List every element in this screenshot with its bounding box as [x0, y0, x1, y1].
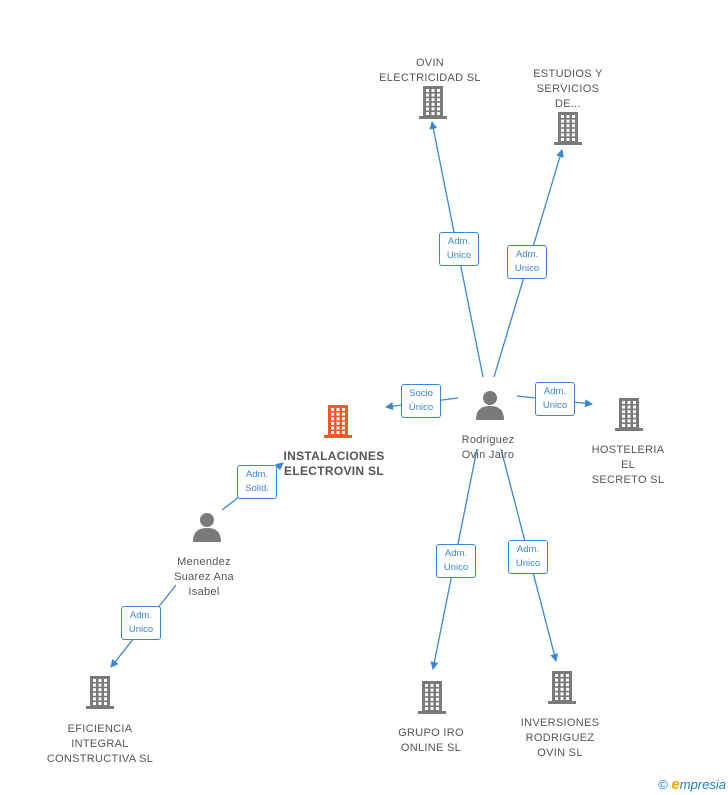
node-label-hosteleria[interactable]: HOSTELERIA EL SECRETO SL — [578, 443, 678, 488]
person-icon — [476, 391, 504, 420]
person-icon — [193, 513, 221, 542]
node-label-line: GRUPO IRO — [398, 727, 464, 739]
building-icon — [419, 86, 447, 119]
node-label-line: INTEGRAL — [71, 738, 129, 750]
node-label-line: SERVICIOS — [536, 83, 600, 95]
edge-label-text: Adm. — [129, 610, 153, 621]
edge-label-text: Unico — [514, 263, 540, 274]
building-icon — [554, 112, 582, 145]
node-label-line: SECRETO SL — [591, 474, 665, 486]
node-label-line: Rodriguez — [461, 434, 515, 446]
node-label-line: Suarez Ana — [174, 571, 234, 583]
node-label-line: EFICIENCIA — [67, 723, 133, 735]
node-label-estudios[interactable]: ESTUDIOS Y SERVICIOS DE... — [513, 67, 623, 112]
node-label-grupo[interactable]: GRUPO IRO ONLINE SL — [381, 726, 481, 756]
edge-label-text: Adm. — [447, 236, 471, 247]
edge-label-text: Unico — [128, 624, 154, 635]
node-label-line: RODRIGUEZ — [525, 732, 595, 744]
node-label-line: INVERSIONES — [520, 717, 600, 729]
node-label-line: Ovin Jairo — [461, 449, 515, 461]
copyright-symbol: © — [658, 777, 668, 792]
node-label-line: ELECTRICIDAD SL — [379, 72, 481, 84]
edge-label-rodriguez-grupo[interactable]: Adm. Unico — [436, 544, 476, 578]
edge-label-rodriguez-ovin[interactable]: Adm. Unico — [439, 232, 479, 266]
building-icon — [324, 405, 352, 438]
edge-label-rodriguez-estudios[interactable]: Adm. Unico — [507, 245, 547, 279]
edge-label-text: Unico — [542, 400, 568, 411]
node-label-line: EL — [620, 459, 636, 471]
building-icon — [548, 671, 576, 704]
edge-label-rodriguez-hosteleria[interactable]: Adm. Unico — [535, 382, 575, 416]
node-label-line: INSTALACIONES — [283, 449, 385, 463]
node-label-line: Menendez — [177, 556, 231, 568]
brand-name: mpresia — [679, 777, 726, 792]
brand-initial: e — [671, 776, 680, 793]
edge-label-rodriguez-inversiones[interactable]: Adm. Unico — [508, 540, 548, 574]
building-icon — [86, 676, 114, 709]
node-label-line: Isabel — [188, 586, 220, 598]
footer-brand: © empresia — [658, 776, 726, 793]
edge-label-text: Adm. — [515, 249, 539, 260]
edge-label-text: Unico — [443, 562, 469, 573]
node-label-line: DE... — [555, 98, 581, 110]
node-label-ovin[interactable]: OVIN ELECTRICIDAD SL — [370, 56, 490, 86]
node-label-line: OVIN — [415, 57, 445, 69]
node-label-line: HOSTELERIA — [591, 444, 665, 456]
edge-label-text: Socio — [409, 388, 433, 399]
edge-label-text: Adm. — [516, 544, 540, 555]
node-label-line: OVIN SL — [537, 747, 583, 759]
edge-label-text: Adm. — [245, 469, 269, 480]
edge-label-text: Unico — [446, 250, 472, 261]
edge-label-menendez-eficiencia[interactable]: Adm. Unico — [121, 606, 161, 640]
building-icon — [615, 398, 643, 431]
building-icon — [418, 681, 446, 714]
node-label-line: ONLINE SL — [400, 742, 462, 754]
node-label-inversiones[interactable]: INVERSIONES RODRIGUEZ OVIN SL — [505, 716, 615, 761]
node-label-eficiencia[interactable]: EFICIENCIA INTEGRAL CONSTRUCTIVA SL — [30, 722, 170, 767]
edge-label-text: Adm. — [543, 386, 567, 397]
node-label-line: ESTUDIOS Y — [533, 68, 603, 80]
node-label-line: ELECTROVIN SL — [284, 464, 384, 478]
edge-label-text: Adm. — [444, 548, 468, 559]
edge-label-text: Único — [408, 402, 434, 413]
edge-label-text: Unico — [515, 558, 541, 569]
edge-label-text: Solid. — [245, 483, 269, 494]
node-label-line: CONSTRUCTIVA SL — [46, 753, 154, 765]
edge-label-menendez-main[interactable]: Adm. Solid. — [237, 465, 277, 499]
